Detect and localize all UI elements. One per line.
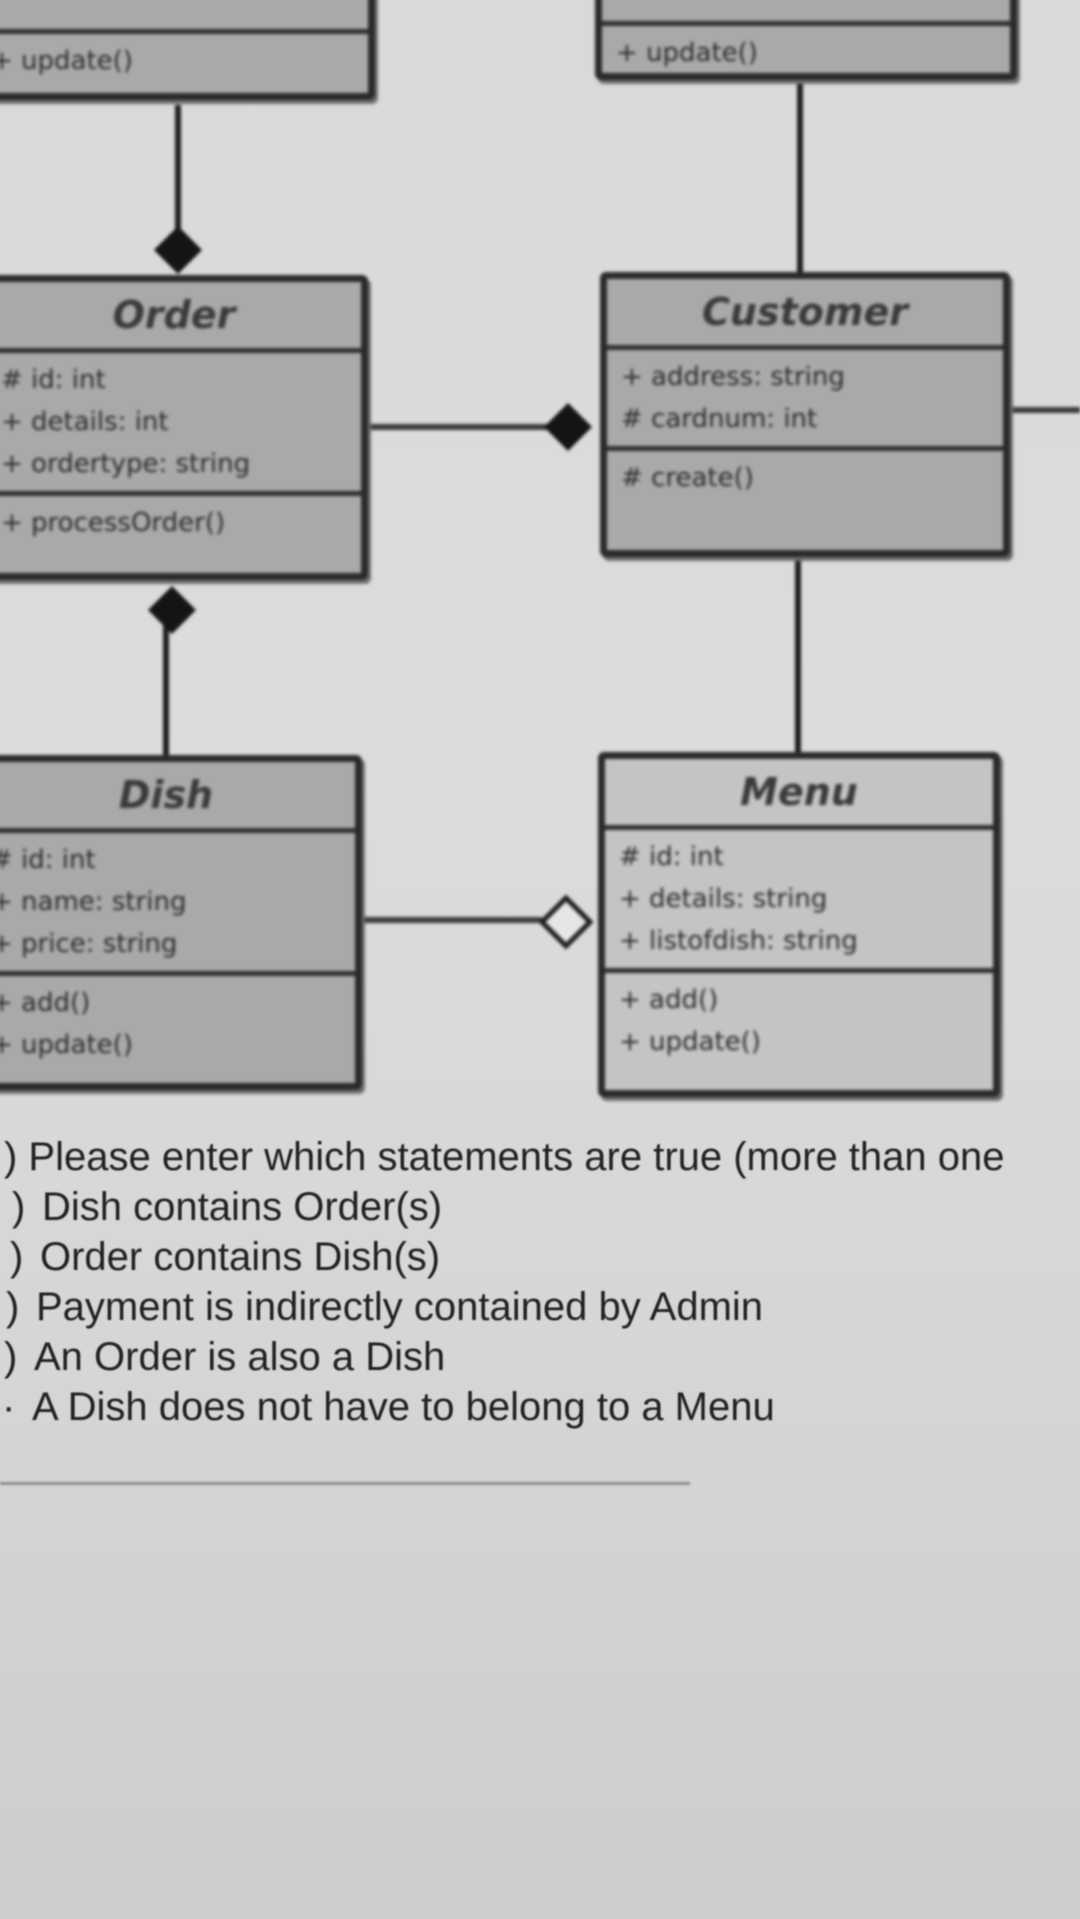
class-methods: + processOrder()	[0, 496, 361, 550]
class-name: Menu	[605, 759, 993, 830]
method-item: + processOrder()	[1, 508, 226, 538]
class-methods: # create()	[607, 451, 1003, 505]
option-marker[interactable]: ·	[2, 1385, 16, 1429]
attribute-item: + details: string	[619, 884, 828, 914]
method-item: + update()	[0, 46, 133, 76]
attribute-item: + address: string	[621, 362, 845, 392]
class-name: Dish	[0, 762, 355, 833]
class-name-cropped	[602, 0, 1010, 26]
option-text: An Order is also a Dish	[34, 1335, 446, 1379]
divider-line	[0, 1482, 690, 1485]
order-composition-diamond-top	[154, 226, 202, 274]
option-marker[interactable]: )	[10, 1235, 24, 1279]
option-item[interactable]: ) Order contains Dish(s)	[0, 1232, 1080, 1282]
uml-class-customer: Customer + address: string # cardnum: in…	[600, 272, 1010, 557]
option-item[interactable]: · A Dish does not have to belong to a Me…	[0, 1382, 1080, 1432]
question-block: ) Please enter which statements are true…	[0, 1132, 1080, 1432]
uml-class-dish: Dish # id: int + name: string + price: s…	[0, 755, 362, 1090]
attribute-item: + price: string	[0, 929, 178, 959]
option-item[interactable]: ) An Order is also a Dish	[0, 1332, 1080, 1382]
option-item[interactable]: ) Payment is indirectly contained by Adm…	[0, 1282, 1080, 1332]
method-item: + add()	[0, 988, 91, 1018]
option-text: A Dish does not have to belong to a Menu	[32, 1385, 775, 1429]
method-item: + update()	[0, 1030, 133, 1060]
option-text: Order contains Dish(s)	[40, 1235, 441, 1279]
method-item: + update()	[616, 38, 758, 68]
uml-class-diagram: + update() + update() Order # id: int + …	[0, 0, 1080, 1097]
class-attributes: + address: string # cardnum: int	[607, 350, 1003, 451]
diagram-connectors	[148, 72, 1080, 950]
method-item: + update()	[619, 1027, 761, 1057]
option-marker[interactable]: )	[12, 1185, 26, 1229]
attribute-item: # id: int	[619, 842, 724, 872]
uml-class-top-left: + update()	[0, 0, 375, 100]
attribute-item: + listofdish: string	[619, 926, 858, 956]
attribute-item: # id: int	[0, 845, 96, 875]
attribute-item: # id: int	[1, 365, 106, 395]
class-attributes: # id: int + details: int + ordertype: st…	[0, 353, 361, 496]
attribute-item: + name: string	[0, 887, 187, 917]
attribute-item: + details: int	[1, 407, 169, 437]
question-prompt: ) Please enter which statements are true…	[4, 1135, 1005, 1179]
attribute-item: + ordertype: string	[1, 449, 251, 479]
class-methods: + add() + update()	[605, 973, 993, 1069]
class-methods: + update()	[0, 34, 368, 88]
attribute-item: # cardnum: int	[621, 404, 818, 434]
uml-class-menu: Menu # id: int + details: string + listo…	[598, 752, 1000, 1097]
uml-class-top-right: + update()	[595, 0, 1017, 80]
class-methods: + update()	[602, 26, 1010, 80]
class-name-cropped	[0, 0, 368, 34]
option-marker[interactable]: )	[4, 1335, 18, 1379]
method-item: # create()	[621, 463, 754, 493]
option-text: Payment is indirectly contained by Admin	[36, 1285, 764, 1329]
class-attributes: # id: int + name: string + price: string	[0, 833, 355, 976]
class-methods: + add() + update()	[0, 976, 355, 1072]
option-item[interactable]: ) Dish contains Order(s)	[0, 1182, 1080, 1232]
order-composition-diamond-bottom	[148, 586, 196, 634]
method-item: + add()	[619, 985, 719, 1015]
customer-composition-diamond	[544, 403, 592, 451]
uml-class-order: Order # id: int + details: int + orderty…	[0, 275, 368, 580]
class-attributes: # id: int + details: string + listofdish…	[605, 830, 993, 973]
class-name: Customer	[607, 279, 1003, 350]
class-name: Order	[0, 282, 361, 353]
option-marker[interactable]: )	[6, 1285, 20, 1329]
option-text: Dish contains Order(s)	[42, 1185, 443, 1229]
menu-aggregation-diamond	[538, 894, 594, 950]
